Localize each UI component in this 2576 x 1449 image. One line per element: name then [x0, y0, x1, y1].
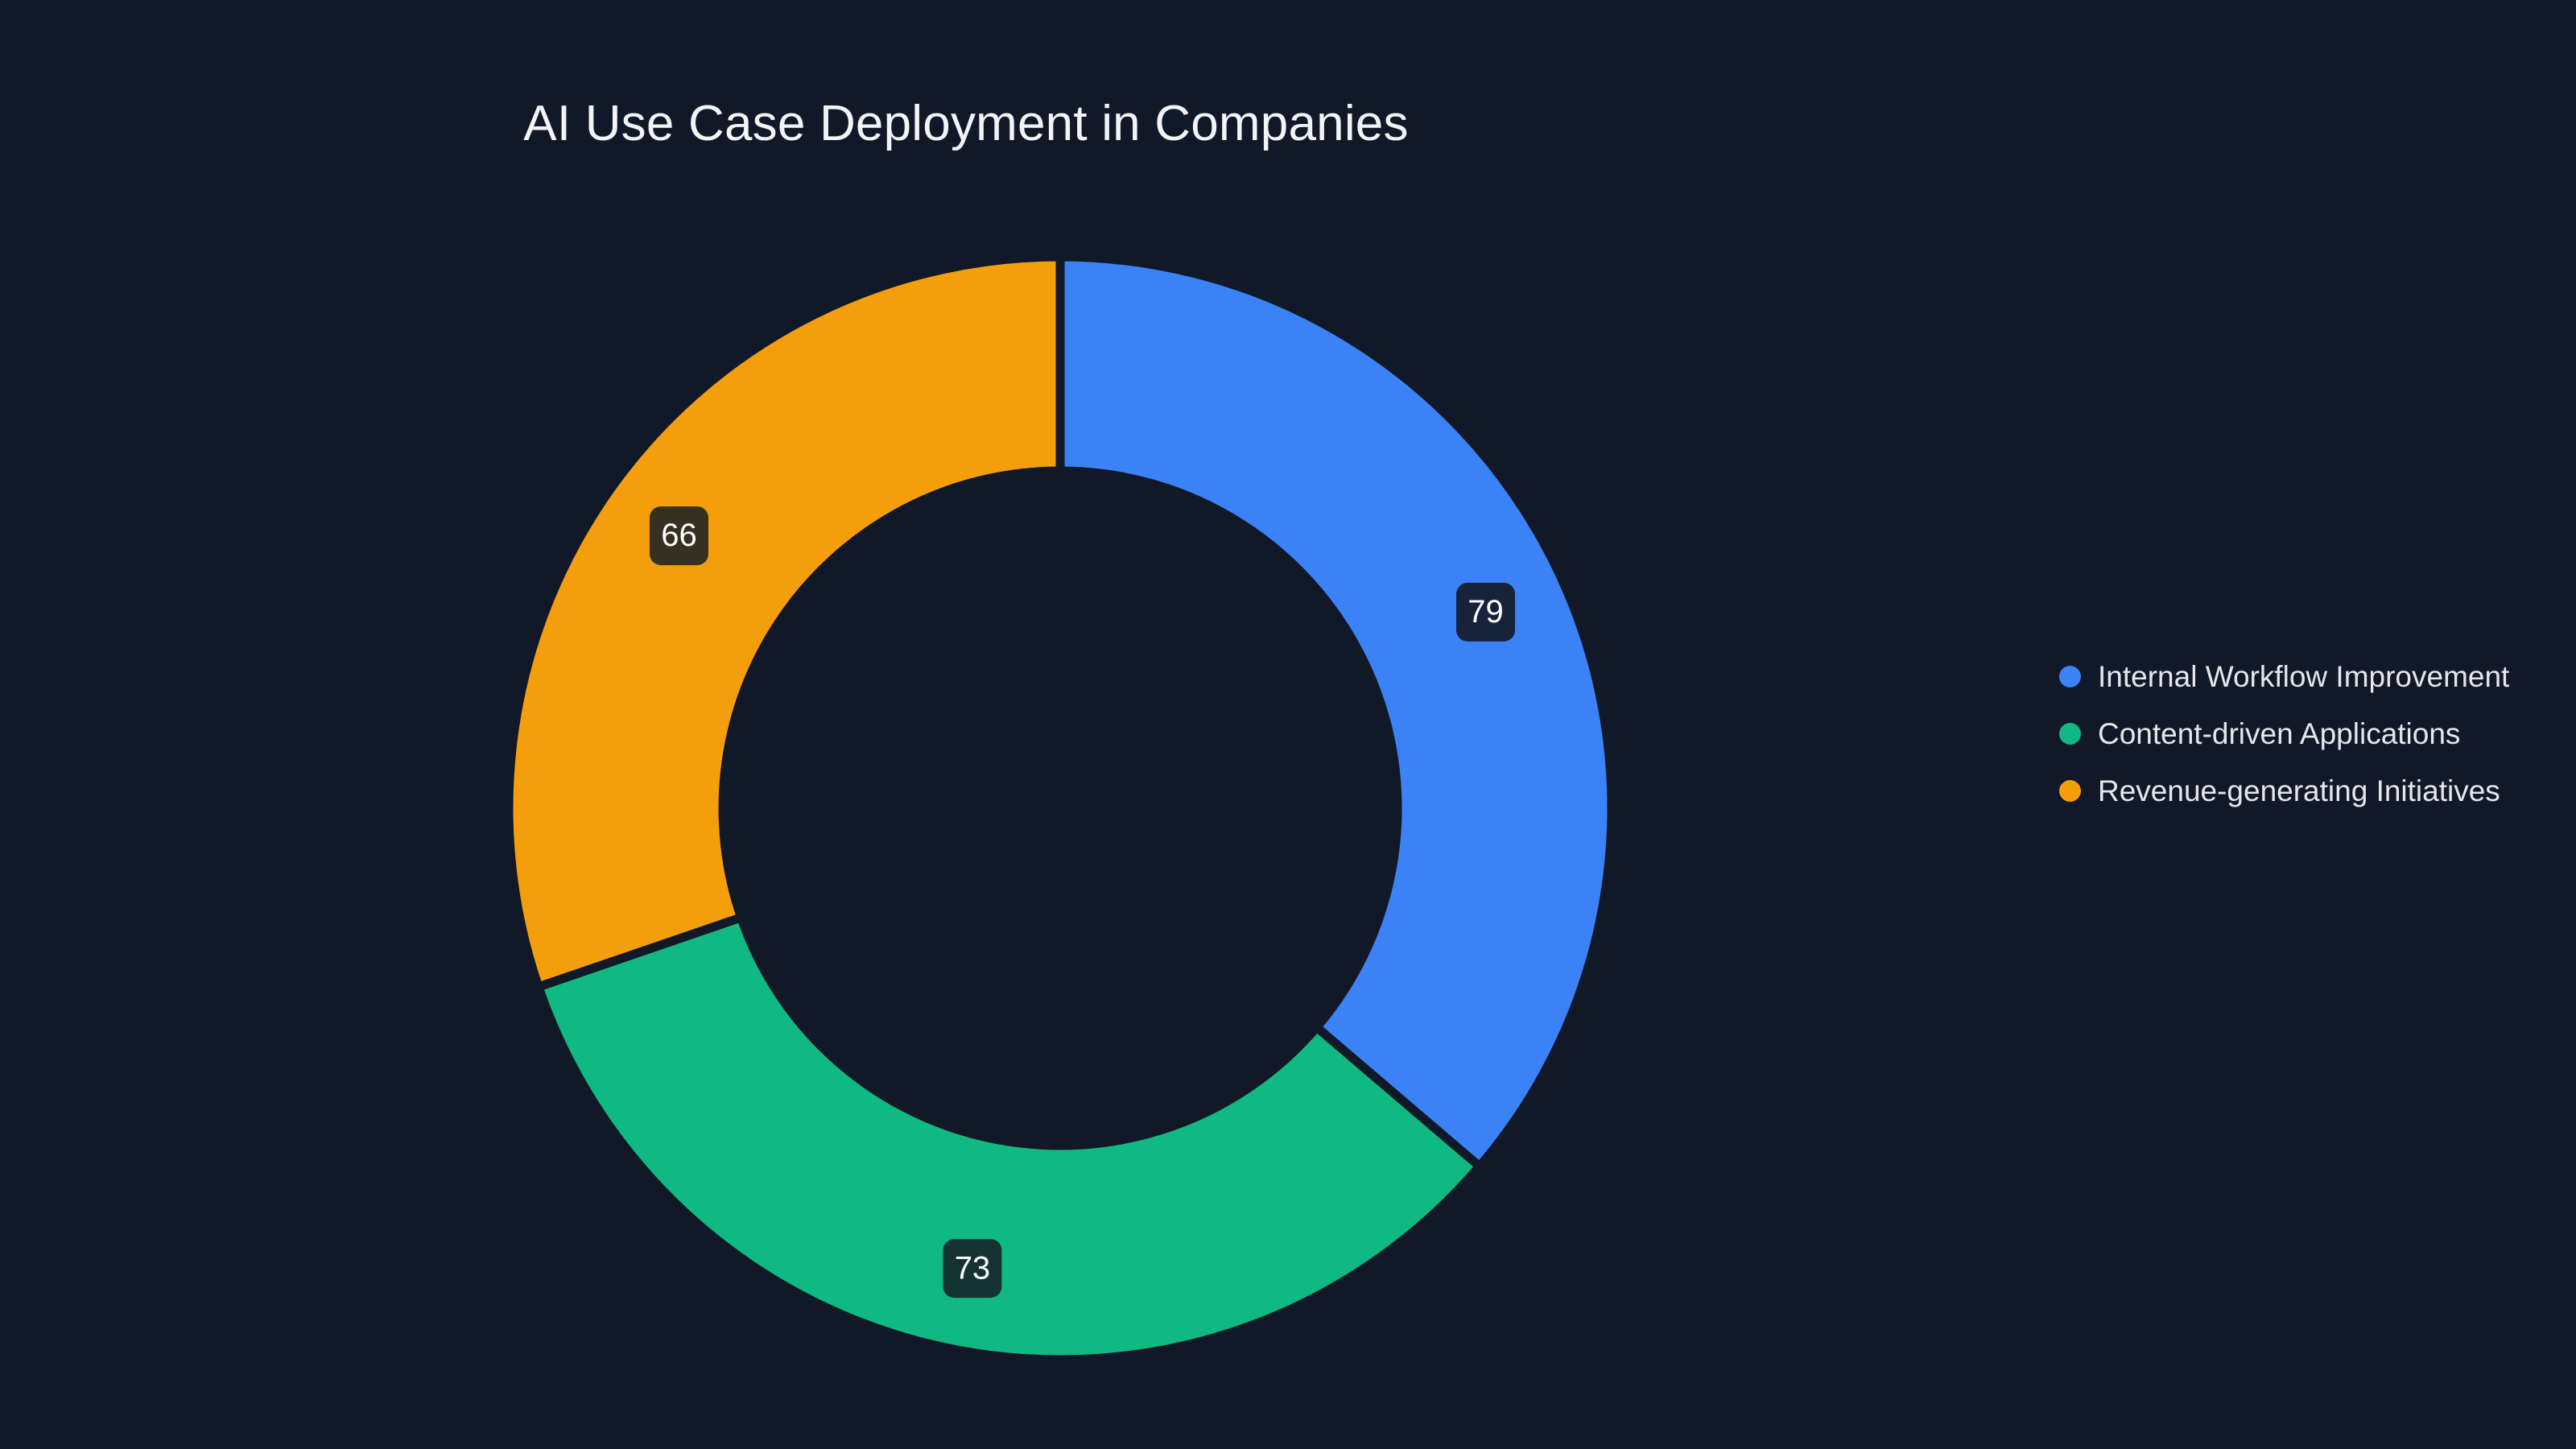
legend-swatch-icon: [2059, 780, 2081, 802]
legend-item-label: Revenue-generating Initiatives: [2098, 774, 2500, 807]
slice-value-label-box: [1456, 582, 1516, 642]
legend-item[interactable]: Content-driven Applications: [2059, 705, 2509, 762]
legend-swatch-icon: [2059, 666, 2081, 687]
slice-value-label-box: [943, 1239, 1002, 1298]
donut-slice[interactable]: [1055, 252, 1616, 1171]
slice-value-label: 79: [1456, 582, 1516, 642]
chart-title: AI Use Case Deployment in Companies: [523, 96, 1409, 151]
slice-value-label: 66: [649, 506, 708, 566]
slice-value-label-text: 66: [661, 518, 697, 553]
slice-value-label-text: 73: [955, 1250, 991, 1286]
slice-value-label-text: 79: [1468, 594, 1504, 630]
legend-item-label: Internal Workflow Improvement: [2098, 660, 2510, 693]
slice-value-label-box: [649, 506, 708, 566]
legend-swatch-icon: [2059, 723, 2081, 745]
donut-slice[interactable]: [504, 252, 1065, 992]
donut-data-labels: 79 73 66: [649, 506, 1516, 1298]
slice-value-label: 73: [943, 1239, 1002, 1298]
legend-item[interactable]: Revenue-generating Initiatives: [2059, 762, 2509, 819]
legend-item-label: Content-driven Applications: [2098, 717, 2461, 750]
legend-item[interactable]: Internal Workflow Improvement: [2059, 648, 2509, 705]
donut-slices: [504, 252, 1616, 1364]
donut-slice[interactable]: [534, 913, 1484, 1364]
